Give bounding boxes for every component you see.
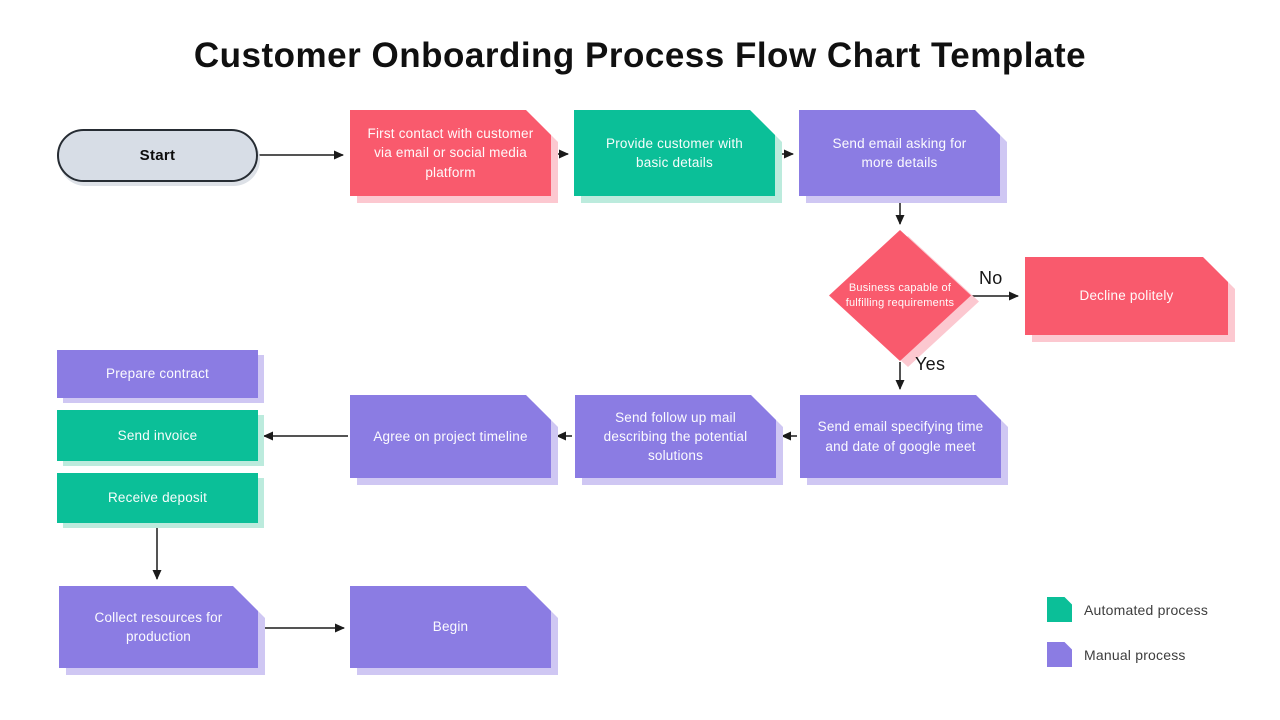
node-label: Provide customer with basic details — [606, 135, 743, 170]
node-face: Send invoice — [57, 410, 258, 461]
node-face: First contact with customer via email or… — [350, 110, 551, 196]
node-face: Send email asking for more details — [799, 110, 1000, 196]
node-face: Send follow up mail describing the poten… — [575, 395, 776, 478]
node-label: Agree on project timeline — [373, 428, 528, 444]
node-label: Begin — [432, 619, 469, 635]
legend-item-manual: Manual process — [1047, 642, 1208, 667]
node-face: Agree on project timeline — [350, 395, 551, 478]
manual-process-swatch-icon — [1047, 642, 1072, 667]
node-provide-details[interactable]: Provide customer with basic details — [574, 110, 775, 196]
node-receive-deposit[interactable]: Receive deposit — [57, 473, 264, 528]
node-face: Collect resources for production — [59, 586, 258, 668]
node-first-contact[interactable]: First contact with customer via email or… — [350, 110, 551, 196]
legend: Automated process Manual process — [1047, 597, 1208, 687]
node-face: Business capable of fulfilling requireme… — [829, 230, 971, 361]
node-send-invoice[interactable]: Send invoice — [57, 410, 264, 466]
node-label: Send email asking for more details — [832, 135, 967, 170]
branch-label-yes: Yes — [915, 354, 946, 374]
node-decline[interactable]: Decline politely — [1025, 257, 1228, 335]
legend-label: Manual process — [1084, 646, 1186, 663]
node-face: Provide customer with basic details — [574, 110, 775, 196]
node-follow-up[interactable]: Send follow up mail describing the poten… — [575, 395, 776, 478]
branch-label-no: No — [979, 268, 1003, 288]
node-label: Receive deposit — [107, 490, 208, 506]
node-agree-timeline[interactable]: Agree on project timeline — [350, 395, 551, 478]
node-face: Begin — [350, 586, 551, 668]
node-label: Decline politely — [1079, 288, 1174, 304]
node-collect-resources[interactable]: Collect resources for production — [59, 586, 258, 668]
node-face: Send email specifying time and date of g… — [800, 395, 1001, 478]
node-face: Receive deposit — [57, 473, 258, 523]
automated-process-swatch-icon — [1047, 597, 1072, 622]
node-begin[interactable]: Begin — [350, 586, 551, 668]
node-face: Prepare contract — [57, 350, 258, 398]
node-label: First contact with customer via email or… — [367, 126, 534, 180]
node-label: Send follow up mail describing the poten… — [603, 409, 748, 464]
node-label: Prepare contract — [106, 366, 209, 382]
node-send-email-meet[interactable]: Send email specifying time and date of g… — [800, 395, 1001, 478]
node-label: Send email specifying time and date of g… — [817, 419, 984, 454]
page-title: Customer Onboarding Process Flow Chart T… — [193, 36, 1087, 75]
node-label: Collect resources for production — [94, 609, 223, 644]
legend-item-automated: Automated process — [1047, 597, 1208, 622]
legend-label: Automated process — [1084, 601, 1209, 618]
node-start[interactable]: Start — [57, 129, 258, 182]
node-prepare-contract[interactable]: Prepare contract — [57, 350, 264, 403]
node-label: Business capable of fulfilling requireme… — [845, 281, 955, 309]
node-label: Start — [139, 147, 176, 164]
node-face: Decline politely — [1025, 257, 1228, 335]
node-label: Send invoice — [117, 427, 198, 443]
node-decision[interactable]: Business capable of fulfilling requireme… — [829, 230, 979, 367]
node-send-email-asking[interactable]: Send email asking for more details — [799, 110, 1000, 196]
